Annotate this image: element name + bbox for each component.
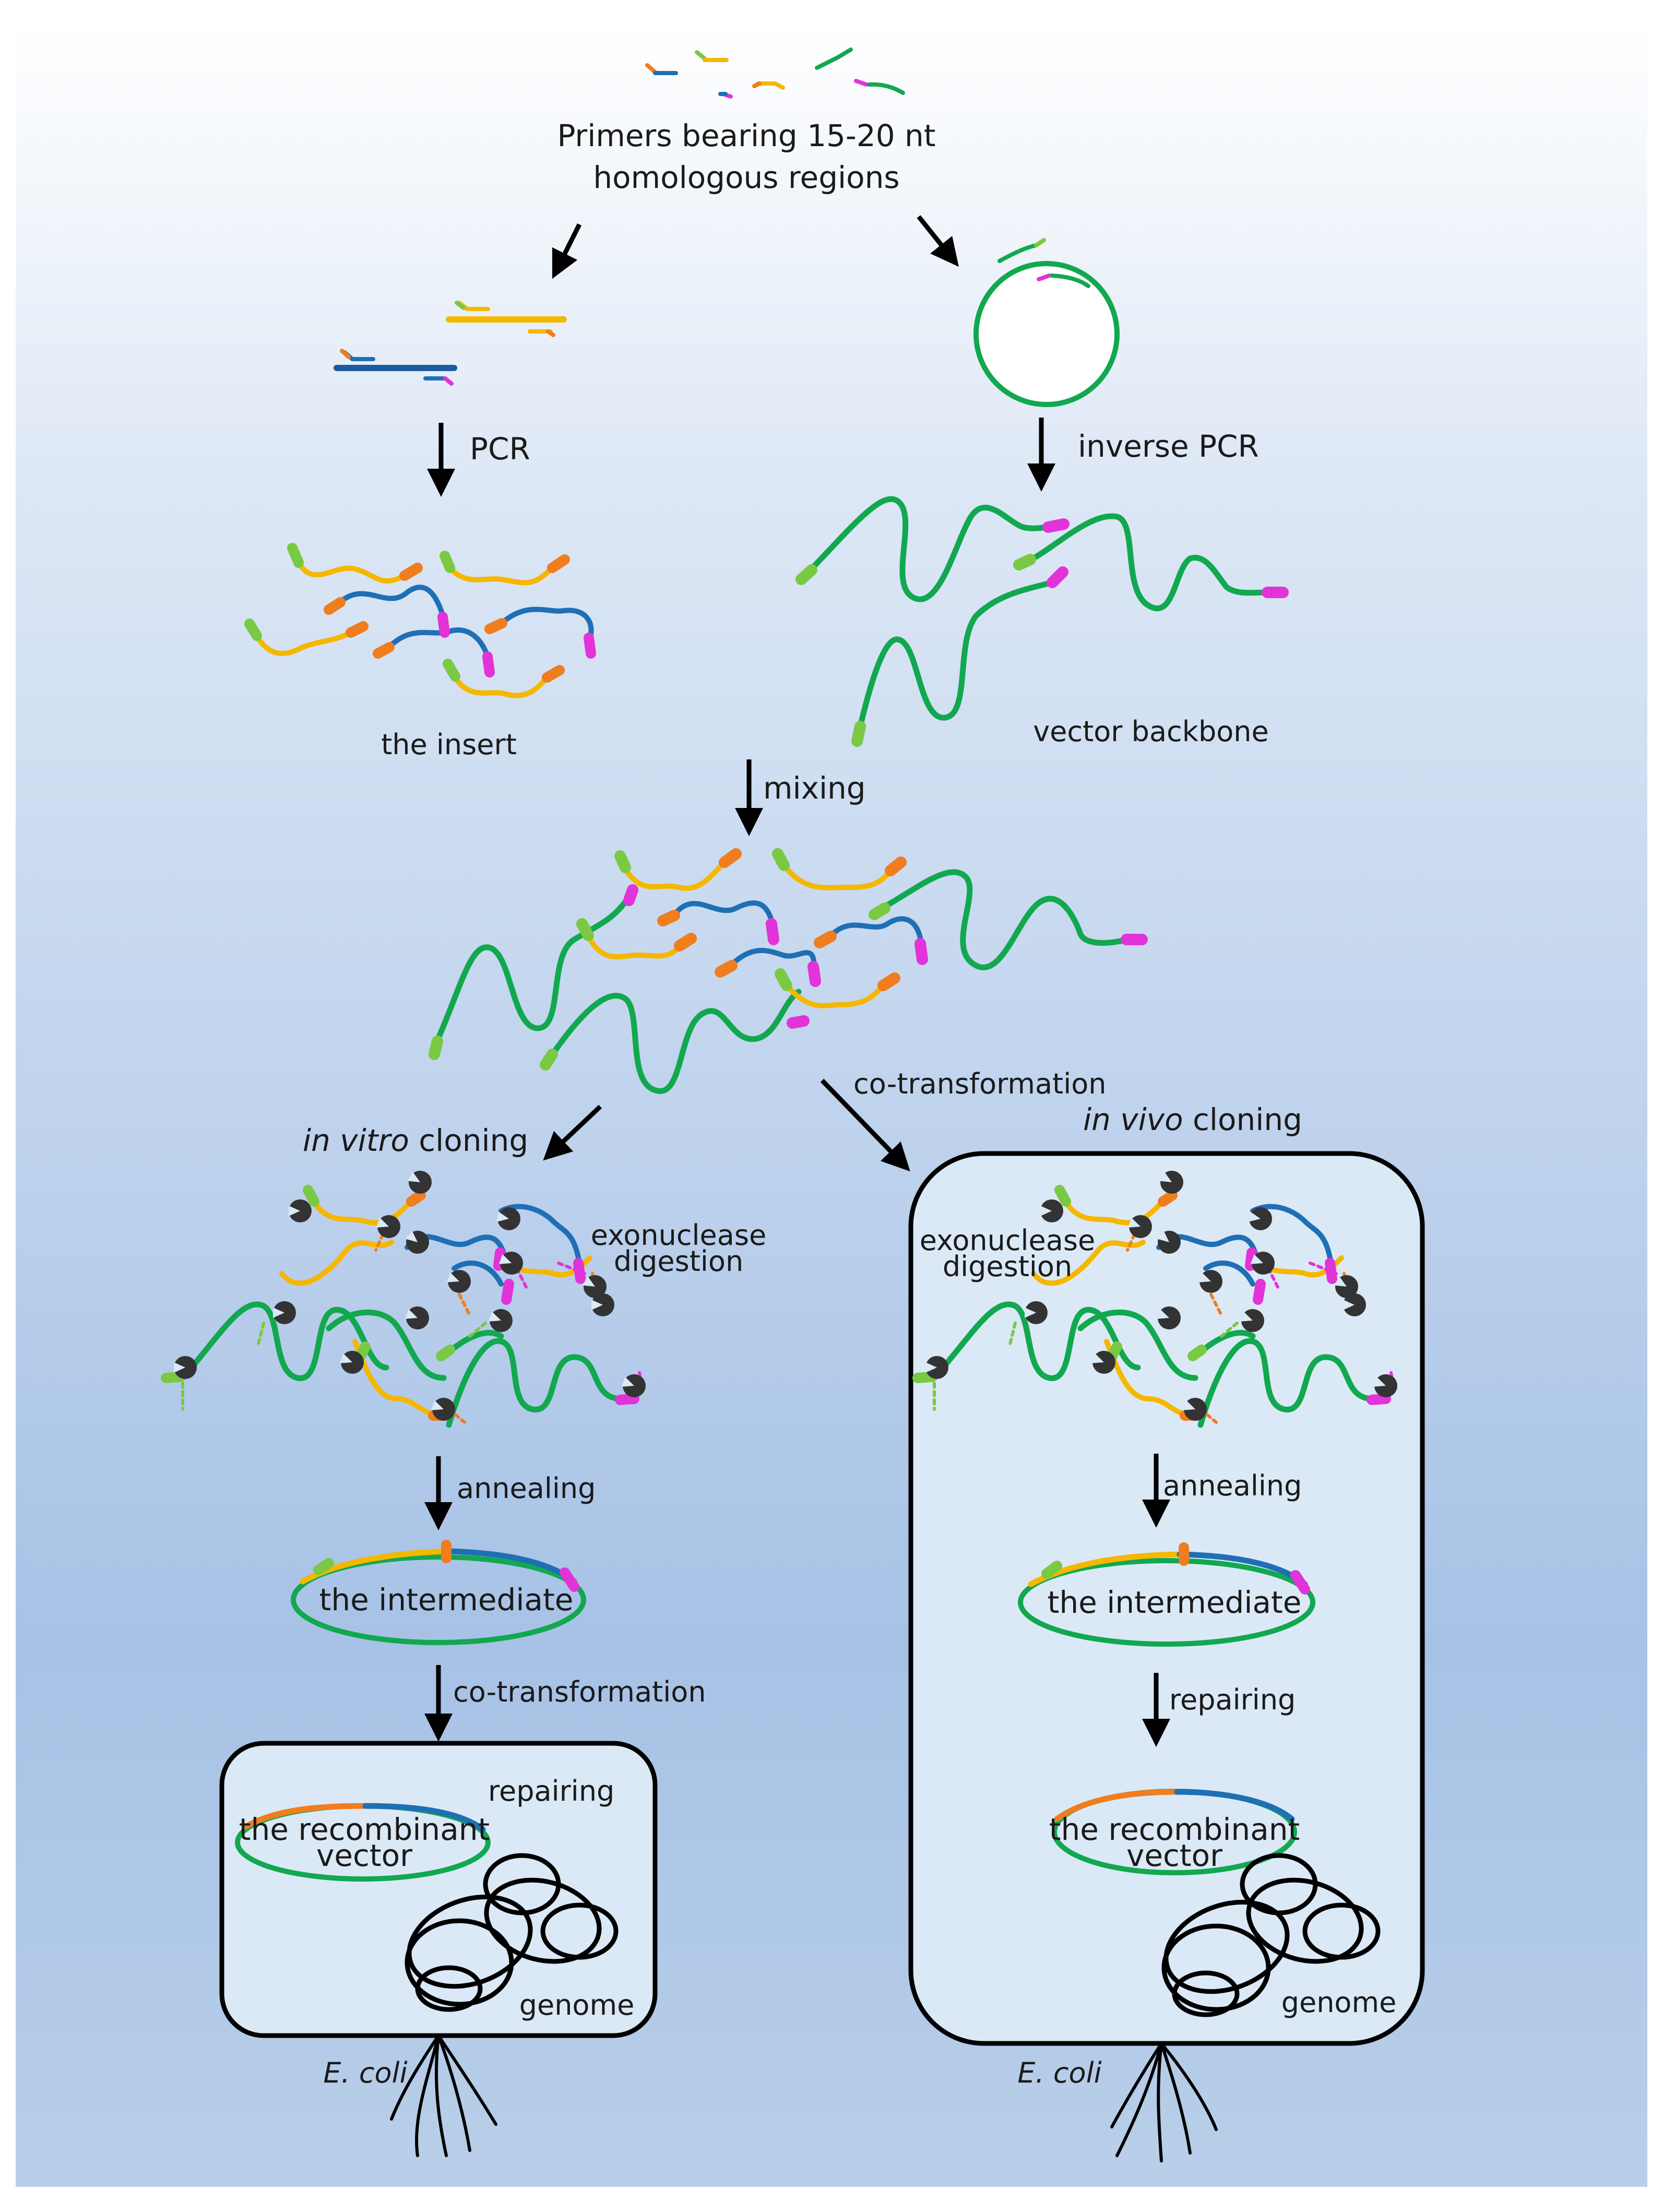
in-vitro-heading-rest: cloning (409, 1123, 528, 1158)
recombinant-label-right-line1: the recombinant (1049, 1812, 1300, 1847)
ecoli-label-left: E. coli (323, 2056, 407, 2089)
genome-icon-right (1161, 1853, 1381, 2017)
mixing-label: mixing (763, 770, 866, 806)
vector-backbone-fragments (795, 496, 1289, 747)
intermediate-label-left: the intermediate (319, 1582, 574, 1618)
recombinant-plasmid-right (1052, 1789, 1297, 1875)
repairing-label-left: repairing (488, 1775, 614, 1807)
insert-fragments (244, 543, 596, 698)
fragment-mixture (429, 848, 1148, 1094)
arrow-to-in-vivo (820, 1078, 910, 1172)
in-vitro-digestion (161, 1166, 649, 1428)
genome-label-left: genome (519, 1989, 635, 2021)
vector-backbone-label: vector backbone (1033, 715, 1269, 748)
exonuclease-label-left-line2: digestion (614, 1245, 743, 1278)
in-vitro-heading-em: in vitro (303, 1123, 409, 1158)
intermediate-label-right: the intermediate (1048, 1585, 1302, 1620)
co-transformation-label-left: co-transformation (453, 1675, 706, 1708)
genome-label-right: genome (1281, 1986, 1397, 2019)
recombinant-plasmid-left (235, 1803, 491, 1882)
inverse-pcr-label: inverse PCR (1078, 429, 1259, 464)
repairing-label-right: repairing (1169, 1683, 1296, 1716)
intermediate-plasmid-right (1018, 1542, 1315, 1647)
recombinant-label-left-line1: the recombinant (239, 1812, 490, 1847)
co-transformation-top-label: co-transformation (853, 1067, 1106, 1100)
insert-label: the insert (381, 728, 517, 761)
insert-templates (334, 301, 567, 386)
primers-label-line2: homologous regions (593, 160, 899, 195)
in-vivo-digestion (912, 1166, 1401, 1428)
arrow-to-insert (552, 223, 582, 279)
vector-template-plasmid (973, 238, 1120, 407)
in-vitro-heading: in vitro cloning (303, 1123, 528, 1158)
arrow-to-vector (917, 215, 959, 267)
recombinant-label-left-line2: vector (316, 1838, 412, 1873)
ecoli-label-right: E. coli (1017, 2056, 1101, 2089)
in-vivo-heading-rest: cloning (1183, 1102, 1302, 1137)
exonuclease-label-right-line1: exonuclease (920, 1224, 1095, 1257)
ecoli-cell-right (908, 1151, 1425, 2046)
flagella-right (1110, 2042, 1218, 2162)
exonuclease-label-right-line2: digestion (943, 1250, 1072, 1283)
arrow-to-in-vitro (543, 1104, 602, 1161)
annealing-label-right: annealing (1163, 1469, 1302, 1502)
in-vivo-heading-em: in vivo (1083, 1102, 1183, 1137)
genome-icon-left (405, 1853, 619, 2012)
pcr-label: PCR (470, 431, 530, 467)
annealing-label-left: annealing (457, 1472, 596, 1505)
flagella-left (390, 2034, 497, 2157)
recombinant-label-right-line2: vector (1126, 1838, 1222, 1873)
exonuclease-label-left-line1: exonuclease (591, 1219, 766, 1252)
primers-label-line1: Primers bearing 15-20 nt (557, 118, 935, 153)
intermediate-plasmid-left (291, 1540, 586, 1645)
in-vivo-heading: in vivo cloning (1083, 1102, 1302, 1137)
primers-icon (645, 47, 905, 99)
